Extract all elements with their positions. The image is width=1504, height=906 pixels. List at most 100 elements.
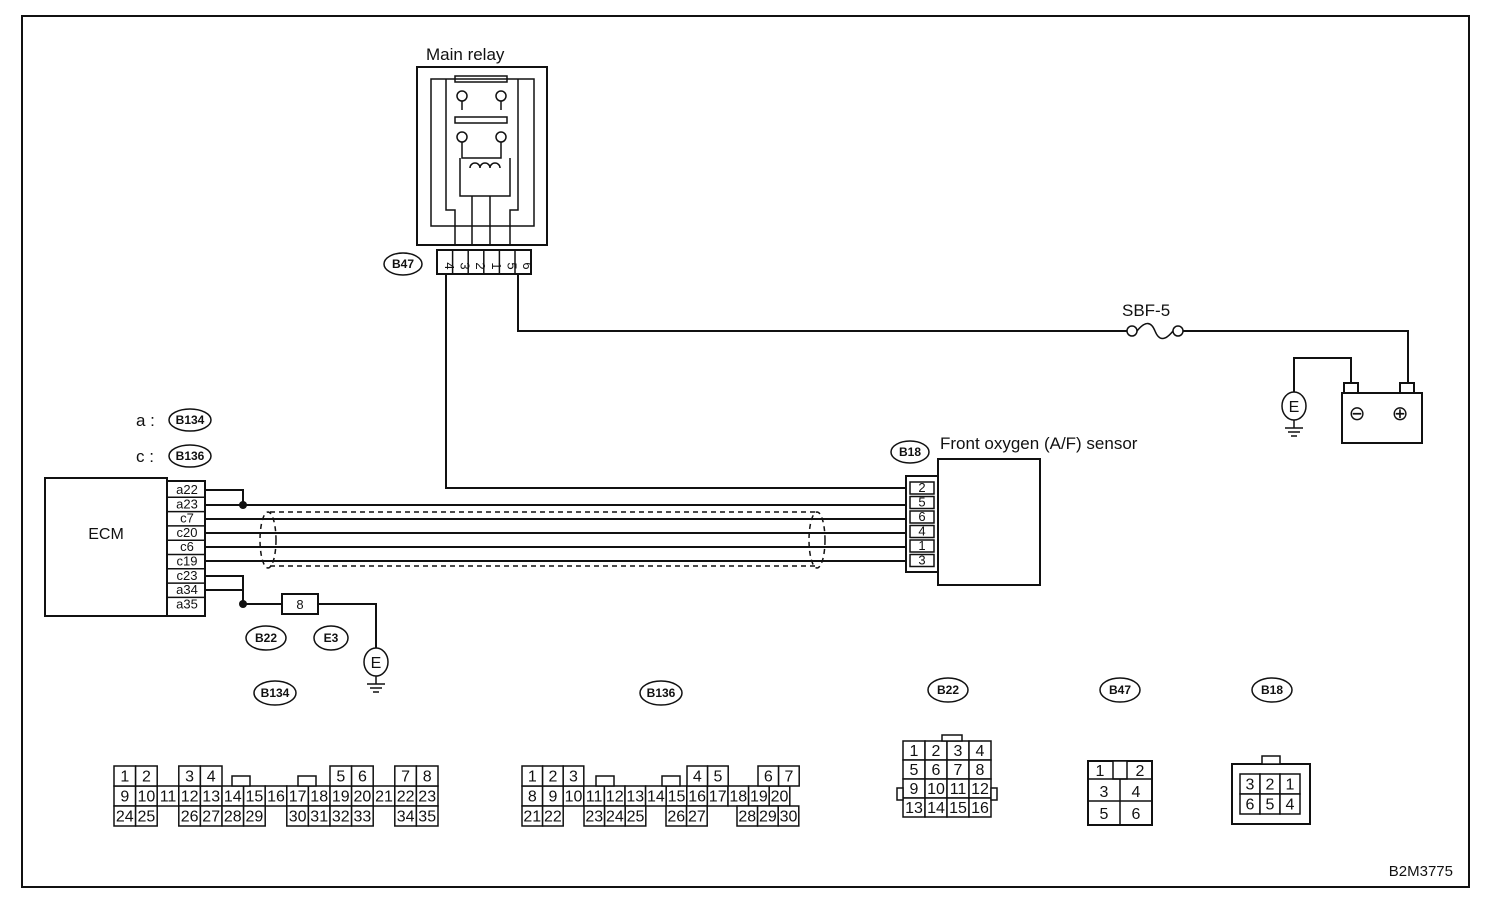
b136-pin: 25 — [627, 809, 645, 826]
b136-pin: 14 — [647, 789, 665, 806]
b22-pin: 7 — [954, 762, 963, 779]
b134-pin: 35 — [418, 809, 436, 826]
ecm-pin: c20 — [177, 525, 198, 540]
b22-pin: 15 — [949, 800, 967, 817]
relay-pin: 1 — [489, 262, 504, 269]
b134-pin: 33 — [354, 809, 372, 826]
b136-pin: 1 — [528, 769, 537, 786]
b18-pin: 6 — [1246, 797, 1255, 814]
b134-pin: 11 — [160, 789, 177, 806]
wire-relay-to-fuse — [517, 274, 1127, 332]
b22-pin: 10 — [927, 781, 945, 798]
b134-pin: 31 — [310, 809, 328, 826]
b18-tag-top: B18 — [899, 445, 921, 459]
wire-fuse-to-battery — [1183, 330, 1409, 385]
b22-pin: 13 — [905, 800, 923, 817]
ecm-a-prefix: a : — [136, 411, 155, 430]
b134-pin: 18 — [310, 789, 328, 806]
b136-pin: 15 — [668, 789, 686, 806]
b134-pin: 27 — [202, 809, 220, 826]
diagram-code: B2M3775 — [1389, 863, 1453, 880]
ground-label-ecm: E — [371, 655, 382, 672]
b136-pin: 30 — [780, 809, 798, 826]
b134-tag-top: B134 — [176, 413, 205, 427]
battery-ground: E — [1281, 391, 1307, 437]
b134-pin: 22 — [397, 789, 415, 806]
ecm-pin: c23 — [177, 568, 198, 583]
b134-pin: 13 — [202, 789, 220, 806]
b136-pin: 4 — [693, 769, 702, 786]
b134-pin: 32 — [332, 809, 350, 826]
ecm-ground: E — [363, 647, 389, 693]
b22-pin: 3 — [954, 743, 963, 760]
b47-pin: 2 — [1136, 763, 1145, 780]
joint-pin: 8 — [296, 597, 303, 612]
b134-pin: 23 — [418, 789, 436, 806]
b134-pin: 14 — [224, 789, 242, 806]
b136-pin: 28 — [738, 809, 756, 826]
b18-pin: 5 — [1266, 797, 1275, 814]
b136-pin: 27 — [688, 809, 706, 826]
b134-pin: 12 — [181, 789, 199, 806]
b136-pin: 9 — [548, 789, 557, 806]
b136-pin: 12 — [606, 789, 624, 806]
b22-pin: 2 — [932, 743, 941, 760]
b18-pin: 2 — [1266, 777, 1275, 794]
b134-pin: 5 — [336, 769, 345, 786]
sensor-pin: 3 — [918, 553, 925, 568]
b47-pin: 6 — [1132, 806, 1141, 823]
b136-tag: B136 — [647, 686, 676, 700]
sensor-label: Front oxygen (A/F) sensor — [940, 434, 1138, 453]
b136-pin: 2 — [548, 769, 557, 786]
b134-pin: 30 — [289, 809, 307, 826]
b22-pin: 16 — [971, 800, 989, 817]
b134-pin: 20 — [354, 789, 372, 806]
b22-pin: 14 — [927, 800, 945, 817]
ecm-pin: c6 — [180, 539, 194, 554]
sensor-pin: 2 — [918, 480, 925, 495]
b22-pin: 9 — [910, 781, 919, 798]
b136-pin: 5 — [713, 769, 722, 786]
ecm-label: ECM — [88, 526, 124, 543]
b22-pin: 8 — [976, 762, 985, 779]
b22-tag-bottom: B22 — [937, 683, 959, 697]
b136-pin: 10 — [565, 789, 583, 806]
b22-pin: 4 — [976, 743, 985, 760]
b47-tag: B47 — [392, 257, 414, 271]
b134-pin: 29 — [246, 809, 264, 826]
sensor-pin: 4 — [918, 524, 925, 539]
b134-pin: 28 — [224, 809, 242, 826]
b136-pin: 7 — [784, 769, 793, 786]
b134-pin: 1 — [120, 769, 129, 786]
b134-pin: 2 — [142, 769, 151, 786]
b136-pin: 19 — [750, 789, 768, 806]
b134-pin: 8 — [423, 769, 432, 786]
ecm-pin: a34 — [176, 582, 198, 597]
b22-pin: 6 — [932, 762, 941, 779]
sensor-pin: 6 — [918, 509, 925, 524]
b136-pin: 16 — [688, 789, 706, 806]
relay-pin: 4 — [442, 262, 457, 269]
b136-pin: 3 — [569, 769, 578, 786]
ecm-pin: a35 — [176, 596, 198, 611]
b134-pin: 21 — [375, 789, 393, 806]
b134-pin: 24 — [116, 809, 134, 826]
sensor-pin: 1 — [918, 538, 925, 553]
diagram-frame — [21, 15, 1470, 888]
b134-pin: 16 — [267, 789, 285, 806]
b22-tag: B22 — [255, 631, 277, 645]
relay-pin: 3 — [458, 262, 473, 269]
joint-connector: 8 — [281, 593, 319, 615]
b47-pin: 3 — [1100, 784, 1109, 801]
ecm-pin: c19 — [177, 554, 198, 569]
b134-pin: 6 — [358, 769, 367, 786]
b136-pin: 17 — [709, 789, 727, 806]
fuse-label: SBF-5 — [1122, 301, 1170, 320]
